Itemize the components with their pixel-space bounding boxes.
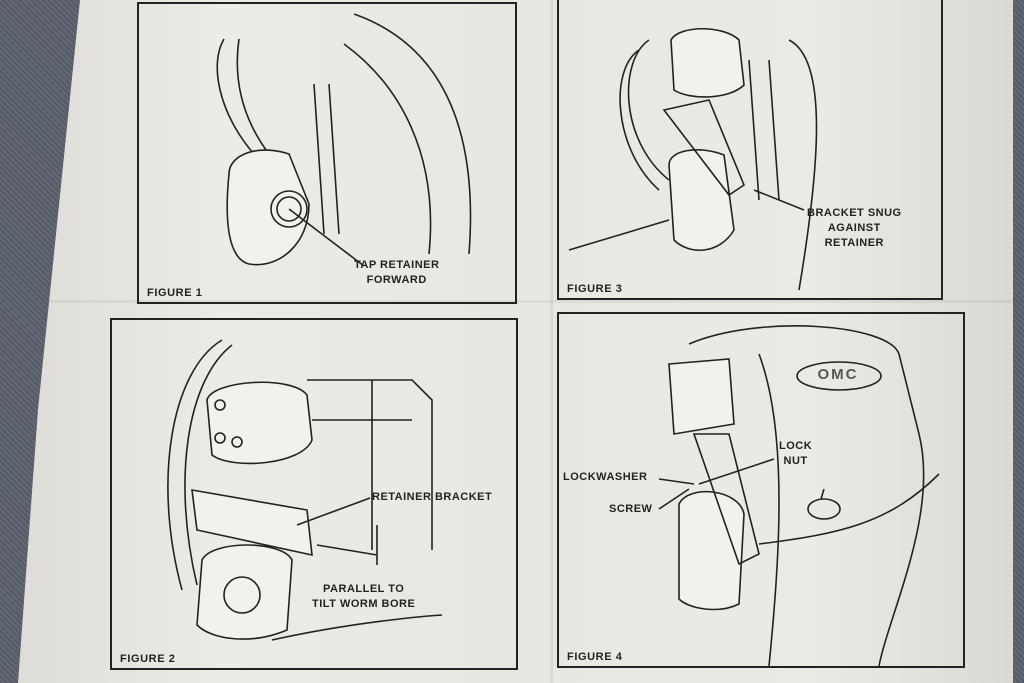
callout-line: LOCK (779, 440, 813, 452)
figure-3-panel: BRACKET SNUG AGAINST RETAINER FIGURE 3 (557, 0, 943, 300)
callout-lockwasher: LOCKWASHER (563, 471, 648, 483)
callout-tap-retainer: TAP RETAINER FORWARD (354, 258, 439, 288)
callout-line: BRACKET SNUG (807, 207, 902, 219)
callout-line: FORWARD (366, 274, 427, 286)
figure-3-illustration (568, 27, 818, 291)
callout-line: NUT (783, 455, 808, 467)
callout-line: RETAINER (824, 237, 885, 249)
figure-2-caption: FIGURE 2 (120, 653, 176, 665)
callout-parallel: PARALLEL TO TILT WORM BORE (312, 582, 415, 612)
figure-3-caption: FIGURE 3 (567, 283, 623, 295)
callout-bracket-snug: BRACKET SNUG AGAINST RETAINER (807, 206, 902, 251)
figure-2-panel: RETAINER BRACKET PARALLEL TO TILT WORM BO… (110, 318, 518, 670)
figure-4-caption: FIGURE 4 (567, 651, 623, 663)
callout-retainer-bracket: RETAINER BRACKET (372, 491, 493, 503)
callout-line: TILT WORM BORE (312, 598, 416, 610)
callout-line: TAP RETAINER (354, 259, 440, 271)
figure-1-caption: FIGURE 1 (147, 287, 203, 299)
callout-lock-nut: LOCK NUT (779, 439, 812, 469)
callout-line: AGAINST (827, 222, 881, 234)
figure-2-illustration (167, 339, 443, 641)
omc-logo: OMC (817, 366, 859, 383)
figure-4-illustration (658, 325, 940, 666)
figure-4-panel: LOCK NUT LOCKWASHER SCREW OMC FIGURE 4 (557, 312, 965, 668)
figure-1-panel: TAP RETAINER FORWARD FIGURE 1 (137, 2, 517, 304)
fold-line-vertical (550, 0, 553, 683)
callout-line: PARALLEL TO (323, 583, 405, 595)
figure-1-illustration (216, 13, 472, 267)
callout-screw: SCREW (609, 503, 653, 515)
